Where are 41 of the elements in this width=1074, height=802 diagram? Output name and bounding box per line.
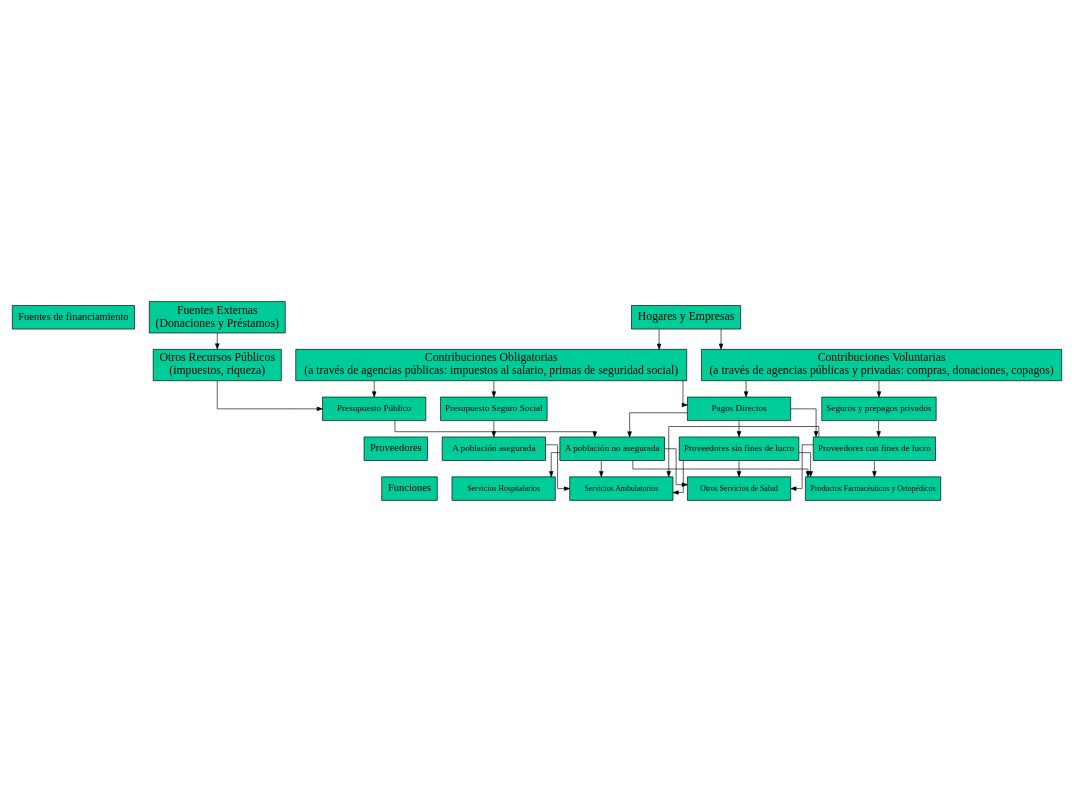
- node-box: Fuentes Externas (Donaciones y Préstamos): [148, 301, 286, 334]
- node-box: Contribuciones Obligatorias (a través de agencias públicas: impuestos al salario, primas de seguridad social): [295, 349, 688, 382]
- arrow: [876, 420, 881, 438]
- arrow: [790, 444, 814, 491]
- arrow: [491, 420, 496, 438]
- arrow: [491, 380, 496, 398]
- arrow: [736, 420, 742, 438]
- arrow: [549, 452, 561, 478]
- arrow: [215, 332, 220, 350]
- node-box: Funciones: [381, 476, 438, 501]
- arrow: [372, 380, 377, 398]
- arrow: [656, 328, 662, 350]
- arrow: [599, 460, 604, 477]
- arrow: [736, 460, 742, 477]
- arrow: [681, 380, 688, 408]
- node-box: Pagos Directos: [687, 396, 791, 421]
- node-box: Proveedores: [363, 436, 428, 461]
- arrow: [798, 452, 813, 478]
- arrow: [876, 380, 882, 398]
- arrow: [872, 460, 877, 477]
- node-box: Presupuesto Público: [322, 396, 427, 421]
- node-box: Seguros y prepagos privados: [821, 396, 937, 421]
- arrow: [216, 380, 323, 411]
- arrow: [627, 412, 688, 438]
- node-box: Hogares y Empresas: [631, 305, 741, 330]
- arrow: [718, 328, 724, 350]
- node-box: Fuentes de financiamiento: [11, 305, 135, 330]
- arrow: [743, 380, 749, 398]
- node-box: Otros Recursos Públicos (impuestos, riqueza): [152, 349, 282, 382]
- node-box: A población asegurada: [441, 436, 546, 461]
- arrow: [632, 460, 811, 478]
- node-box: A población no asegurada: [559, 436, 665, 461]
- arrow: [672, 460, 684, 495]
- node-box: Proveedores sin fines de lucro: [678, 436, 800, 461]
- node-box: Contribuciones Voluntarias (a través de agencias públicas y privadas: compras, donaciones, copagos): [701, 349, 1063, 382]
- arrow: [545, 444, 570, 491]
- node-box: Presupuesto Seguro Social: [440, 396, 548, 421]
- arrow: [666, 426, 820, 477]
- node-box: Proveedores con fines de lucro: [812, 436, 936, 461]
- arrow: [664, 448, 688, 487]
- arrow: [790, 408, 819, 438]
